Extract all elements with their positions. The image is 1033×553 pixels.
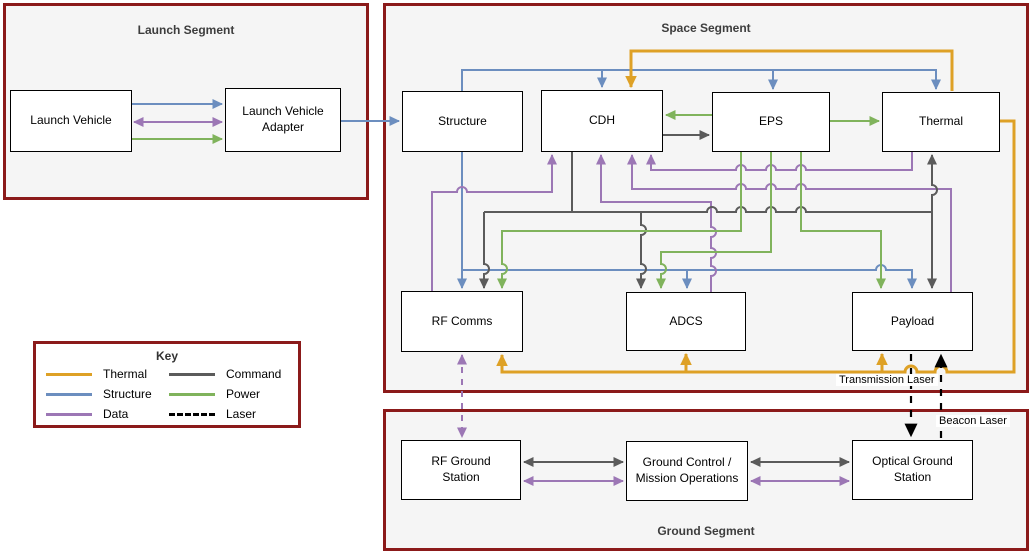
ground-segment-title: Ground Segment [657,524,755,538]
node-launch-vehicle: Launch Vehicle [10,90,132,152]
node-launch-vehicle-adapter: Launch Vehicle Adapter [225,88,341,152]
node-payload: Payload [852,292,973,351]
structure-line-swatch [46,392,92,396]
legend-label-laser: Laser [226,407,257,421]
node-rf-ground-station: RF Ground Station [401,440,521,500]
laser-line-swatch [169,412,215,416]
space-segment-title: Space Segment [661,21,751,35]
legend-label-data: Data [103,407,129,421]
node-eps: EPS [712,92,830,152]
node-adcs: ADCS [626,292,746,351]
legend-row-command: Command [169,367,292,381]
node-structure: Structure [402,91,523,152]
legend-key: Key Thermal Command Structure Power Data [33,341,301,428]
legend-row-laser: Laser [169,407,292,421]
launch-segment-title: Launch Segment [137,23,235,37]
legend-label-structure: Structure [103,387,152,401]
legend-row-data: Data [46,407,169,421]
node-cdh: CDH [541,90,663,152]
legend-label-command: Command [226,367,282,381]
node-thermal: Thermal [882,92,1000,152]
node-optical-ground-station: Optical Ground Station [852,440,973,500]
data-line-swatch [46,412,92,416]
transmission-laser-label: Transmission Laser [836,374,938,386]
legend-row-thermal: Thermal [46,367,169,381]
node-ground-control: Ground Control / Mission Operations [626,441,748,501]
beacon-laser-label: Beacon Laser [936,415,1010,427]
legend-grid: Thermal Command Structure Power Data Las… [36,363,298,421]
legend-label-power: Power [226,387,261,401]
power-line-swatch [169,392,215,396]
node-rf-comms: RF Comms [401,291,523,352]
legend-row-structure: Structure [46,387,169,401]
legend-row-power: Power [169,387,292,401]
legend-label-thermal: Thermal [103,367,148,381]
thermal-line-swatch [46,372,92,376]
command-line-swatch [169,372,215,376]
legend-title: Key [155,349,178,363]
